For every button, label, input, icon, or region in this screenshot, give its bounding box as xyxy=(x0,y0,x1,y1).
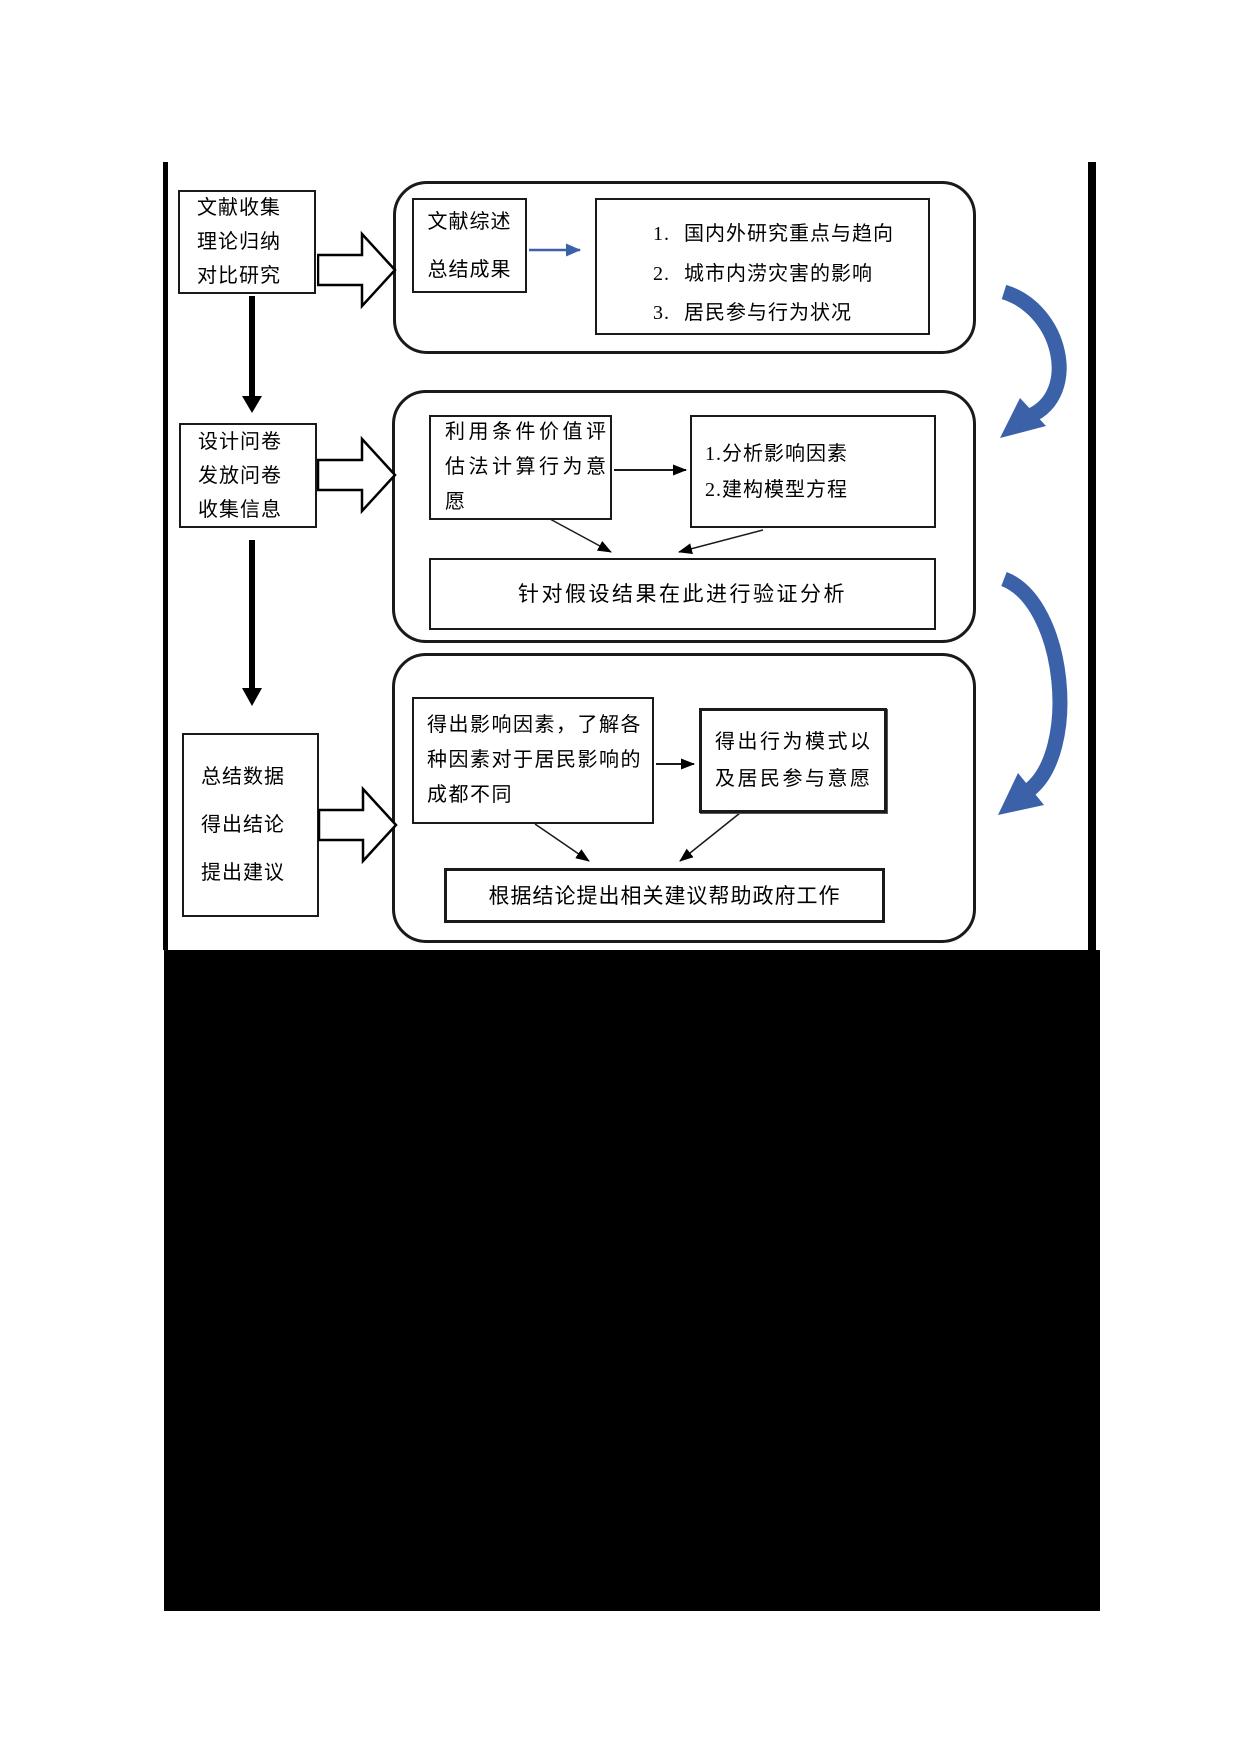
model-analysis-line: 2.建构模型方程 xyxy=(705,478,848,501)
stage1-side-line: 文献收集 xyxy=(197,197,281,219)
cvm-method-line: 利用条件价值评 xyxy=(445,421,610,443)
list-item: 3. 居民参与行为状况 xyxy=(597,293,928,333)
right-border-rule xyxy=(1088,162,1096,950)
influence-findings-line: 成都不同 xyxy=(427,784,513,806)
influence-findings-line: 种因素对于居民影响的 xyxy=(427,749,642,771)
cvm-method-line: 估法计算行为意 xyxy=(445,456,610,478)
literature-review-line: 文献综述 xyxy=(427,210,512,233)
block-arrow-icon xyxy=(317,435,397,515)
list-item: 2. 城市内涝灾害的影响 xyxy=(597,254,928,294)
conclusion-text: 根据结论提出相关建议帮助政府工作 xyxy=(488,883,841,908)
behavior-pattern-line: 及居民参与意愿 xyxy=(715,767,873,790)
block-arrow-icon xyxy=(318,785,398,865)
black-image-panel xyxy=(164,950,1100,1611)
curved-arrow-icon xyxy=(998,572,1068,815)
stage3-side-line: 总结数据 xyxy=(201,766,285,788)
list-item-text: 居民参与行为状况 xyxy=(684,302,852,325)
cvm-method-box: 利用条件价值评 估法计算行为意 愿 xyxy=(429,415,612,520)
validation-text: 针对假设结果在此进行验证分析 xyxy=(518,582,847,606)
stage1-group-outline xyxy=(393,181,976,354)
list-item-text: 城市内涝灾害的影响 xyxy=(684,262,873,285)
conclusion-box: 根据结论提出相关建议帮助政府工作 xyxy=(444,868,885,923)
list-item: 1. 国内外研究重点与趋向 xyxy=(597,214,928,254)
stage3-side-line: 得出结论 xyxy=(201,814,285,836)
stage1-side-box: 文献收集 理论归纳 对比研究 xyxy=(178,190,316,294)
connector-lines-layer xyxy=(242,243,764,862)
validation-box: 针对假设结果在此进行验证分析 xyxy=(429,558,936,630)
left-border-rule xyxy=(163,162,168,950)
stage2-side-line: 设计问卷 xyxy=(198,430,282,453)
diagonal-arrow-icon xyxy=(678,529,764,555)
stage2-group-outline xyxy=(392,390,976,643)
model-analysis-box: 1.分析影响因素 2.建构模型方程 xyxy=(690,415,936,528)
behavior-pattern-line: 得出行为模式以 xyxy=(715,730,873,753)
stage1-side-line: 对比研究 xyxy=(197,265,281,287)
diagonal-arrow-icon xyxy=(534,823,590,862)
list-item-number: 3. xyxy=(653,302,670,325)
list-item-number: 1. xyxy=(653,222,670,245)
behavior-pattern-box: 得出行为模式以 及居民参与意愿 xyxy=(699,708,887,813)
stage3-group-outline xyxy=(392,653,976,943)
diagonal-arrow-icon xyxy=(549,518,612,553)
model-analysis-line: 1.分析影响因素 xyxy=(705,442,848,465)
down-arrowhead-icon xyxy=(242,396,262,413)
cvm-method-line: 愿 xyxy=(445,491,469,513)
influence-findings-line: 得出影响因素，了解各 xyxy=(427,714,642,736)
curved-arrow-icon xyxy=(1000,284,1067,438)
stage2-side-line: 发放问卷 xyxy=(198,464,282,487)
list-item-text: 国内外研究重点与趋向 xyxy=(684,222,894,245)
literature-review-box: 文献综述 总结成果 xyxy=(412,198,527,293)
stage3-side-line: 提出建议 xyxy=(201,862,285,884)
stage1-side-line: 理论归纳 xyxy=(197,231,281,253)
influence-findings-box: 得出影响因素，了解各 种因素对于居民影响的 成都不同 xyxy=(412,697,654,824)
down-arrowhead-icon xyxy=(242,688,262,706)
block-arrow-icon xyxy=(317,230,397,310)
research-results-list-box: 1. 国内外研究重点与趋向 2. 城市内涝灾害的影响 3. 居民参与行为状况 xyxy=(595,198,930,335)
literature-review-line: 总结成果 xyxy=(427,258,512,281)
stage3-side-box: 总结数据 得出结论 提出建议 xyxy=(182,733,319,917)
stage2-side-line: 收集信息 xyxy=(198,498,282,521)
stage2-side-box: 设计问卷 发放问卷 收集信息 xyxy=(179,423,317,528)
diagonal-arrow-icon xyxy=(679,812,741,862)
list-item-number: 2. xyxy=(653,262,670,285)
